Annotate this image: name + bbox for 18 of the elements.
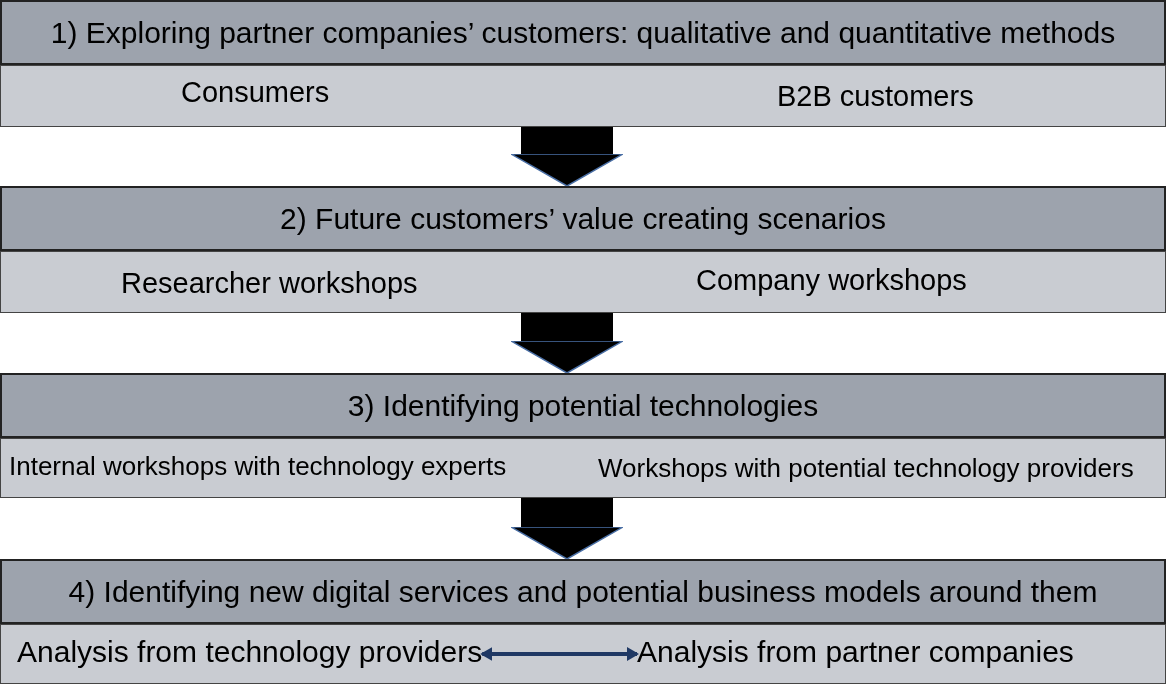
stage-header-bar: 3) Identifying potential technologies bbox=[0, 373, 1166, 438]
activity-label: Consumers bbox=[181, 76, 330, 109]
stage-header-bar: 2) Future customers’ value creating scenarios bbox=[0, 186, 1166, 251]
activity-label: B2B customers bbox=[777, 80, 974, 113]
block-arrow bbox=[510, 313, 624, 374]
stage-header-bar: 1) Exploring partner companies’ customers: qualitative and quantitative methods bbox=[0, 0, 1166, 65]
activity-label: Company workshops bbox=[696, 264, 967, 297]
stage-header-bar: 4) Identifying new digital services and potential business models around them bbox=[0, 559, 1166, 624]
activity-label: Workshops with potential technology providers bbox=[598, 453, 1134, 484]
block-arrow bbox=[510, 498, 624, 560]
block-arrow bbox=[510, 127, 624, 187]
activity-label: Researcher workshops bbox=[121, 267, 418, 300]
detail-panel bbox=[0, 251, 1166, 313]
arrow bbox=[480, 647, 639, 661]
activity-label: Internal workshops with technology experts bbox=[9, 451, 507, 482]
detail-panel bbox=[0, 438, 1166, 498]
detail-panel: Analysis from technology providers Analysis from partner companies bbox=[0, 624, 1166, 684]
detail-panel bbox=[0, 65, 1166, 127]
